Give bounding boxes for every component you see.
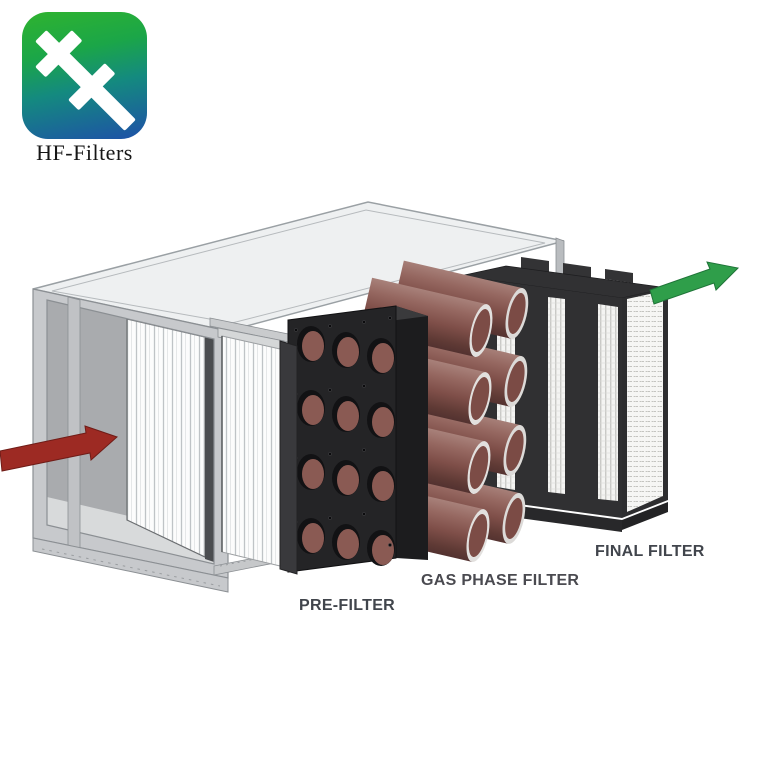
brand-logo: HF-Filters — [22, 12, 147, 166]
outlet-arrow-icon — [649, 261, 740, 305]
housing-interior — [47, 300, 214, 564]
housing-unit — [32, 201, 565, 593]
housing-floor — [47, 497, 214, 564]
inlet-arrow-icon — [0, 425, 118, 472]
final-filter-media — [598, 304, 618, 501]
final-filter-side-media — [627, 291, 663, 512]
label-final-filter: FINAL FILTER — [595, 543, 705, 560]
label-gas-phase-filter: GAS PHASE FILTER — [421, 572, 580, 589]
pre-filter-unit — [217, 327, 298, 575]
pre-filter-media — [221, 335, 281, 567]
label-pre-filter: PRE-FILTER — [299, 597, 396, 614]
housing-internal-filter — [126, 318, 206, 558]
brand-name: HF-Filters — [36, 140, 133, 165]
hf-monogram-icon — [22, 12, 147, 139]
final-filter-media — [548, 297, 565, 494]
hf-monogram-shapes — [35, 30, 136, 131]
frame-holes — [297, 326, 395, 566]
gas-phase-filter-unit — [287, 260, 529, 573]
gas-filter-holding-frame — [287, 305, 428, 573]
